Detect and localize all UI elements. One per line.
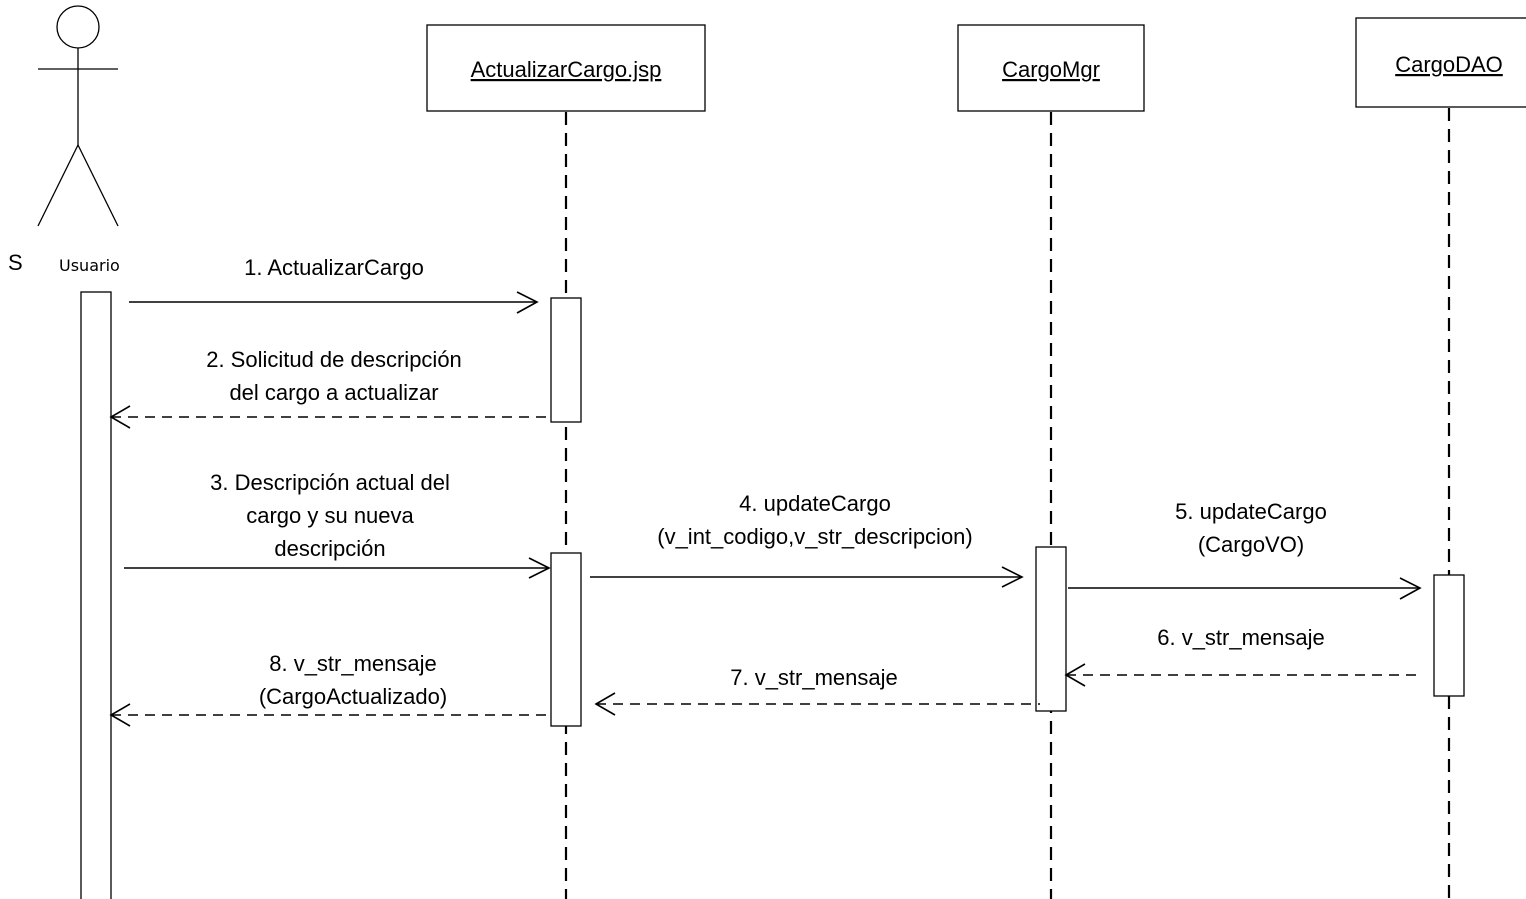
object-cargodao: CargoDAO [1355,17,1526,108]
message-label: 2. Solicitud de descripción [206,347,462,372]
arrowhead [109,405,131,429]
message-label: (v_int_codigo,v_str_descripcion) [657,524,973,549]
object-label: CargoMgr [1002,57,1100,82]
message-1: 1. ActualizarCargo [129,255,539,314]
message-label: 5. updateCargo [1175,499,1327,524]
arrowhead [594,692,616,716]
message-label: 3. Descripción actual del [210,470,450,495]
arrowhead [1001,566,1024,588]
object-label: CargoDAO [1395,52,1503,77]
actor-left-leg [37,144,79,227]
actor-usuario [37,5,119,227]
arrowhead [528,557,551,579]
activation-mgr [1035,546,1067,712]
object-label: ActualizarCargo.jsp [471,57,662,82]
arrowhead [1064,663,1086,687]
message-label: (CargoVO) [1198,532,1304,557]
arrowhead [1399,577,1422,600]
message-2: 2. Solicitud de descripción del cargo a … [109,347,549,429]
activation-jsp-1 [550,297,582,423]
message-label: 7. v_str_mensaje [730,665,898,690]
message-label: cargo y su nueva [246,503,414,528]
message-label: 4. updateCargo [739,491,891,516]
message-label: 1. ActualizarCargo [244,255,424,280]
message-4: 4. updateCargo (v_int_codigo,v_str_descr… [590,491,1024,588]
message-3: 3. Descripción actual del cargo y su nue… [124,470,551,579]
object-box [957,24,1145,112]
object-box [1355,17,1526,108]
activation-dao [1433,574,1465,697]
message-5: 5. updateCargo (CargoVO) [1068,499,1422,600]
message-6: 6. v_str_mensaje [1064,625,1420,687]
actor-head [56,5,100,49]
arrowhead [516,291,539,314]
actor-clipped-label: S [8,250,23,275]
actor-right-leg [77,144,119,227]
actor-activation-bar [80,291,112,899]
message-7: 7. v_str_mensaje [594,665,1040,716]
actor-name: Usuario [59,256,120,275]
object-cargomgr: CargoMgr [957,24,1145,112]
message-8: 8. v_str_mensaje (CargoActualizado) [109,651,548,727]
message-label: 8. v_str_mensaje [269,651,437,676]
message-label: (CargoActualizado) [259,684,447,709]
activation-jsp-2 [550,552,582,727]
message-label: 6. v_str_mensaje [1157,625,1325,650]
message-label: descripción [274,536,385,561]
message-label: del cargo a actualizar [229,380,438,405]
object-box [426,24,706,112]
arrowhead [109,703,131,727]
object-actualizarcargo-jsp: ActualizarCargo.jsp [426,24,706,112]
